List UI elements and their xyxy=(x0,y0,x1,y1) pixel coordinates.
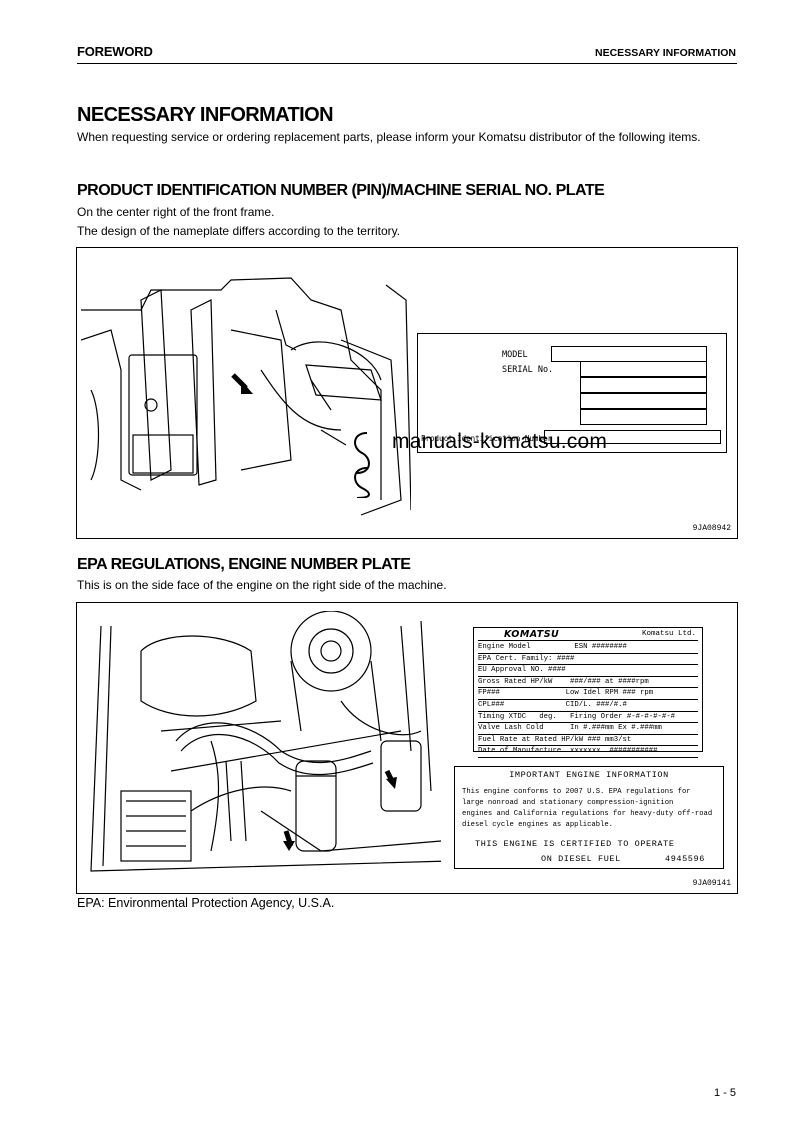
engine-plate-row: CPL### CID/L. ###/#.# xyxy=(478,700,698,712)
frame-mark-graphic xyxy=(354,432,370,498)
intro-paragraph: When requesting service or ordering repl… xyxy=(77,130,701,144)
engine-plate-rows: Engine Model ESN ########EPA Cert. Famil… xyxy=(478,642,698,758)
header-rule xyxy=(77,63,737,64)
pin-nameplate: MODEL SERIAL No. Product Identification … xyxy=(417,333,727,453)
engine-plate-row: Fuel Rate at Rated HP/kW ### mm3/st xyxy=(478,735,698,747)
pin-plate-figure: MODEL SERIAL No. Product Identification … xyxy=(76,247,738,539)
engine-plate-row: EPA Cert. Family: #### xyxy=(478,654,698,666)
header-page-topic: NECESSARY INFORMATION xyxy=(595,47,736,59)
front-frame-illustration xyxy=(81,277,411,516)
plate-model-label: MODEL xyxy=(502,350,528,360)
section-pin-line1: On the center right of the front frame. xyxy=(77,205,275,219)
engine-plate-row: EU Approval NO. #### xyxy=(478,665,698,677)
header-section-title: FOREWORD xyxy=(77,44,153,59)
engine-nameplate: KOMATSU Komatsu Ltd. Engine Model ESN ##… xyxy=(473,627,703,758)
engine-illustration xyxy=(90,611,441,872)
engine-plate-row: Engine Model ESN ######## xyxy=(478,642,698,654)
plate-pin-field xyxy=(544,430,721,444)
plate-company-name: Komatsu Ltd. xyxy=(641,630,696,638)
engine-plate-figure: KOMATSU Komatsu Ltd. Engine Model ESN ##… xyxy=(76,602,738,894)
page-title: NECESSARY INFORMATION xyxy=(77,104,334,126)
plate-serial-field-1 xyxy=(580,361,707,377)
figure-code-2: 9JA09141 xyxy=(692,879,731,888)
page-number: 1 - 5 xyxy=(713,1087,736,1099)
section-pin-heading: PRODUCT IDENTIFICATION NUMBER (PIN)/MACH… xyxy=(77,182,605,199)
section-epa-line1: This is on the side face of the engine o… xyxy=(77,578,447,592)
epa-footnote: EPA: Environmental Protection Agency, U.… xyxy=(77,896,335,910)
info-body: This engine conforms to 2007 U.S. EPA re… xyxy=(462,787,720,831)
info-cert-line1: THIS ENGINE IS CERTIFIED TO OPERATE xyxy=(475,839,675,849)
engine-plate-row: FP### Low Idel RPM ### rpm xyxy=(478,688,698,700)
important-engine-info-label: IMPORTANT ENGINE INFORMATION This engine… xyxy=(454,766,724,869)
info-body-line: diesel cycle engines as applicable. xyxy=(462,821,613,829)
watermark-text: manuals-komatsu.com xyxy=(392,430,608,453)
engine-plate-row: Gross Rated HP/kW ###/### at ####rpm xyxy=(478,677,698,689)
plate-serial-label: SERIAL No. xyxy=(502,365,554,375)
plate-serial-field-3 xyxy=(580,393,707,409)
plate-serial-field-4 xyxy=(580,409,707,425)
plate-serial-field-2 xyxy=(580,377,707,393)
info-body-line: large nonroad and stationary compression… xyxy=(462,799,674,807)
plate-model-field xyxy=(551,346,707,362)
komatsu-logo: KOMATSU xyxy=(504,629,560,640)
engine-plate-row: Timing XTDC deg. Firing Order #-#-#-#-#-… xyxy=(478,712,698,724)
info-body-line: engines and California regulations for h… xyxy=(462,810,713,818)
engine-plate-row: Date of Manufacture xxxxxxx ########### xyxy=(478,746,698,758)
info-cert-line2: ON DIESEL FUEL xyxy=(541,854,621,864)
plate-pin-label: Product Identification Number xyxy=(421,434,552,443)
figure-code-1: 9JA08942 xyxy=(692,524,731,533)
info-title: IMPORTANT ENGINE INFORMATION xyxy=(509,770,669,780)
section-epa-heading: EPA REGULATIONS, ENGINE NUMBER PLATE xyxy=(77,556,411,573)
info-body-line: This engine conforms to 2007 U.S. EPA re… xyxy=(462,788,691,796)
section-pin-line2: The design of the nameplate differs acco… xyxy=(77,224,401,238)
info-part-number: 4945596 xyxy=(665,854,705,864)
engine-plate-row: Valve Lash Cold In #.###mm Ex #.###mm xyxy=(478,723,698,735)
